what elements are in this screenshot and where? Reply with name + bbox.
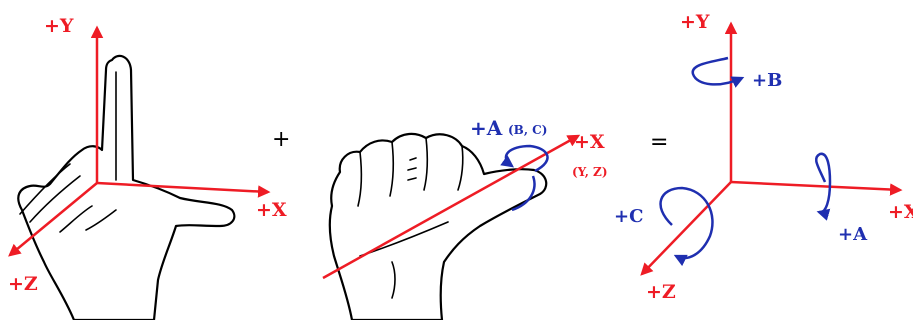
rotation-a-diagram-label: +A: [838, 224, 868, 245]
thumb-axis-label: +X: [574, 131, 605, 153]
rotation-arrow-c: [659, 186, 714, 267]
hand-rule-illustration: [17, 54, 236, 320]
rotation-a-label: +A: [470, 116, 503, 140]
plus-sign: +: [272, 127, 290, 152]
axes-diagram: +Y +X +Z +B +A +C: [614, 11, 913, 303]
diagram-z-label: +Z: [646, 281, 676, 303]
left-y-label: +Y: [44, 15, 74, 37]
diagram-y-label: +Y: [680, 11, 710, 33]
left-x-label: +X: [256, 199, 287, 221]
thumb-axis-sub-label: (Y, Z): [572, 165, 608, 179]
left-z-label: +Z: [8, 273, 38, 295]
diagram-x-label: +X: [888, 201, 913, 223]
rotation-arrow-a: [500, 144, 549, 173]
left-x-axis: [96, 181, 271, 198]
equals-sign: =: [650, 130, 668, 155]
rotation-arrow-b: [691, 56, 745, 88]
diagram-z-axis: [640, 181, 732, 276]
right-hand-panel: +A (B, C) +X (Y, Z): [322, 116, 608, 320]
rotation-a-sub-label: (B, C): [508, 123, 547, 137]
fist-illustration: [328, 132, 548, 320]
thumb-axis: [322, 134, 581, 280]
rotation-arrow-a-tail: [511, 175, 536, 212]
left-z-axis: [8, 182, 98, 257]
diagram-x-axis: [730, 180, 903, 196]
rotation-arrow-a-diagram: [814, 152, 832, 221]
rotation-b-label: +B: [752, 70, 782, 91]
left-hand-panel: +Y +X +Z: [8, 15, 287, 320]
rotation-c-label: +C: [614, 206, 643, 227]
